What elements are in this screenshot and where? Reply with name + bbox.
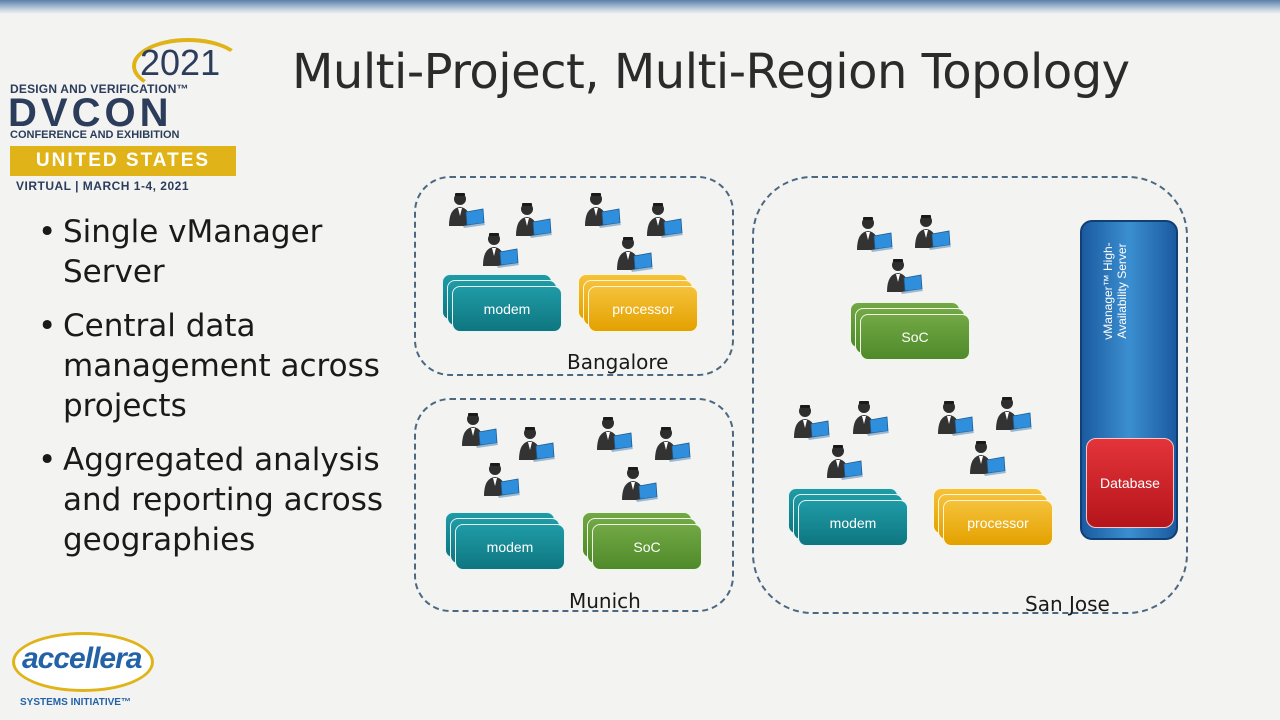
user-at-laptop-icon (622, 467, 658, 502)
logo-swoosh (132, 38, 244, 94)
logo-ring (12, 632, 154, 692)
project-stack-san-jose-modem: modem (788, 488, 914, 556)
user-at-laptop-icon (484, 463, 520, 498)
project-label: modem (455, 524, 565, 570)
bullet-dot: • (38, 308, 57, 344)
user-at-laptop-icon (857, 217, 893, 252)
user-at-laptop-icon (970, 441, 1006, 476)
region-bangalore (414, 176, 734, 376)
user-at-laptop-icon (853, 401, 889, 436)
user-at-laptop-icon (827, 445, 863, 480)
user-at-laptop-icon (915, 215, 951, 250)
bullet-dot: • (38, 214, 57, 250)
user-at-laptop-icon (483, 233, 519, 268)
slide-title: Multi-Project, Multi-Region Topology (292, 44, 1130, 100)
logo-year: 2021 (140, 42, 221, 83)
project-stack-san-jose-processor: processor (933, 488, 1059, 556)
bullet-item: •Central data management across projects (38, 306, 398, 426)
user-at-laptop-icon (996, 397, 1032, 432)
project-label: SoC (592, 524, 702, 570)
logo-band: UNITED STATES (10, 146, 236, 176)
project-label: processor (943, 500, 1053, 546)
logo-event-dates: VIRTUAL | MARCH 1-4, 2021 (16, 179, 190, 193)
bullet-text: Single vManager Server (63, 214, 323, 290)
project-label: SoC (860, 314, 970, 360)
ha-server-label-wrap: vManager™ High-Availability Server (1097, 236, 1157, 346)
user-at-laptop-icon (519, 427, 555, 462)
ha-server-label: vManager™ High-Availability Server (1101, 242, 1129, 340)
bullet-text: Central data management across projects (63, 308, 380, 424)
bullet-list: •Single vManager Server •Central data ma… (38, 212, 398, 574)
project-stack-munich-modem: modem (445, 512, 571, 580)
region-san-jose (752, 176, 1188, 614)
user-at-laptop-icon (938, 401, 974, 436)
project-stack-munich-soc: SoC (582, 512, 708, 580)
project-label: modem (452, 286, 562, 332)
logo-wordmark: accellera (22, 642, 142, 675)
bullet-dot: • (38, 442, 57, 478)
project-stack-bangalore-modem: modem (442, 274, 568, 342)
user-at-laptop-icon (617, 237, 653, 272)
region-munich (414, 398, 734, 612)
user-at-laptop-icon (794, 405, 830, 440)
logo-wordmark: DVCON (8, 91, 173, 135)
dvcon-logo: 2021 DESIGN AND VERIFICATION™ DVCON CONF… (8, 38, 244, 194)
logo-tagline-top: DESIGN AND VERIFICATION™ (10, 82, 189, 96)
region-label-bangalore: Bangalore (567, 350, 669, 374)
project-label: processor (588, 286, 698, 332)
logo-subtitle: SYSTEMS INITIATIVE™ (20, 697, 131, 708)
user-at-laptop-icon (597, 417, 633, 452)
user-at-laptop-icon (887, 259, 923, 294)
region-label-munich: Munich (569, 589, 641, 613)
user-at-laptop-icon (585, 193, 621, 228)
project-label: modem (798, 500, 908, 546)
user-at-laptop-icon (647, 203, 683, 238)
user-at-laptop-icon (462, 413, 498, 448)
bullet-item: •Single vManager Server (38, 212, 398, 292)
user-at-laptop-icon (655, 427, 691, 462)
bullet-text: Aggregated analysis and reporting across… (63, 442, 384, 558)
bullet-item: •Aggregated analysis and reporting acros… (38, 440, 398, 560)
region-label-san-jose: San Jose (1025, 592, 1110, 616)
project-stack-san-jose-soc: SoC (850, 302, 976, 370)
user-at-laptop-icon (449, 193, 485, 228)
user-at-laptop-icon (516, 203, 552, 238)
project-stack-bangalore-processor: processor (578, 274, 704, 342)
database-block: Database (1086, 438, 1174, 528)
accellera-logo: accellera SYSTEMS INITIATIVE™ (8, 630, 158, 712)
logo-tagline-mid: CONFERENCE AND EXHIBITION (10, 129, 180, 141)
top-banner (0, 0, 1280, 14)
